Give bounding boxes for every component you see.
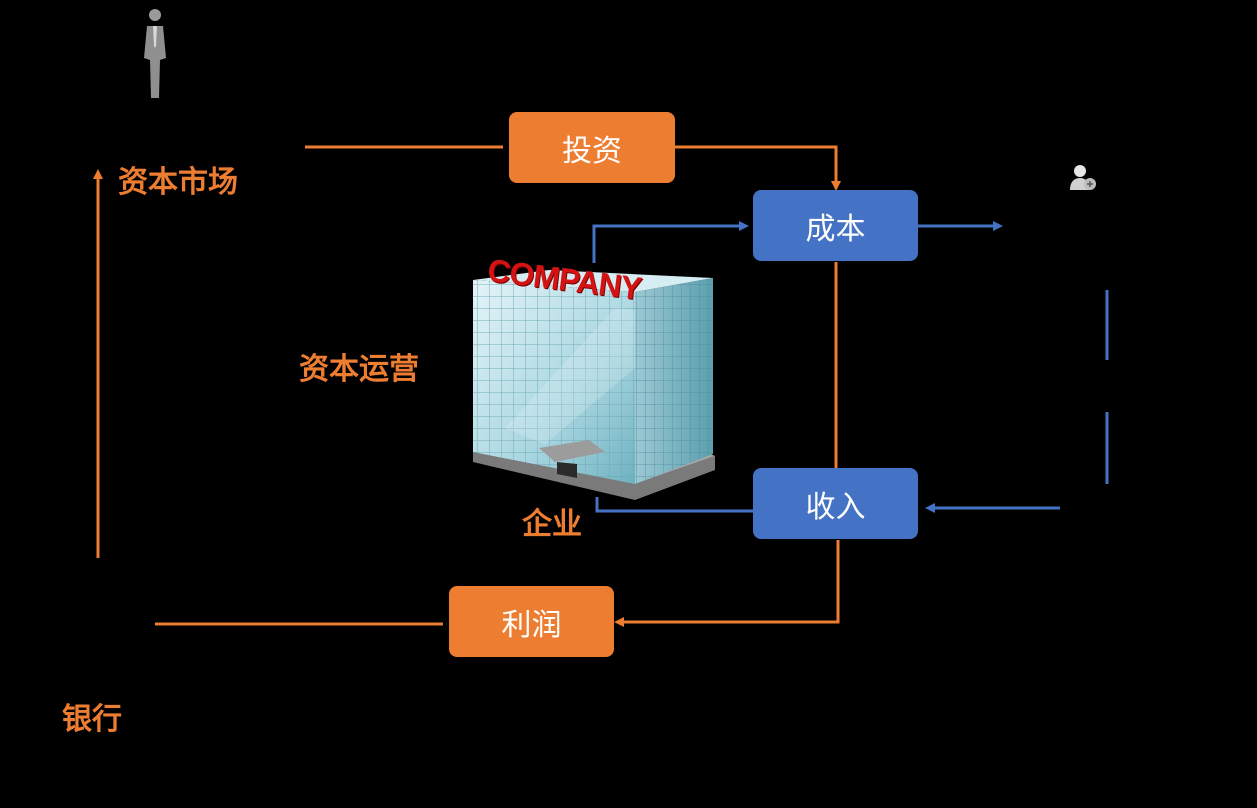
enterprise-label: 企业 [522, 507, 582, 542]
company-building-icon [473, 270, 715, 500]
profit-box: 利润 [449, 586, 614, 657]
customer-person-icon [1070, 165, 1096, 190]
arrow-revenue-to-profit [614, 540, 840, 627]
investment-box: 投资 [509, 112, 675, 183]
cost-box: 成本 [753, 190, 918, 261]
bank-label: 银行 [62, 702, 122, 737]
revenue-box: 收入 [753, 468, 918, 539]
capital-market-label: 资本市场 [118, 165, 238, 200]
capital-operation-label: 资本运营 [299, 352, 419, 387]
arrow-investment-to-cost [675, 145, 841, 191]
line-revenue-to-enterprise [595, 497, 754, 513]
arrow-enterprise-to-cost [592, 221, 749, 263]
investor-person-icon [144, 9, 166, 98]
